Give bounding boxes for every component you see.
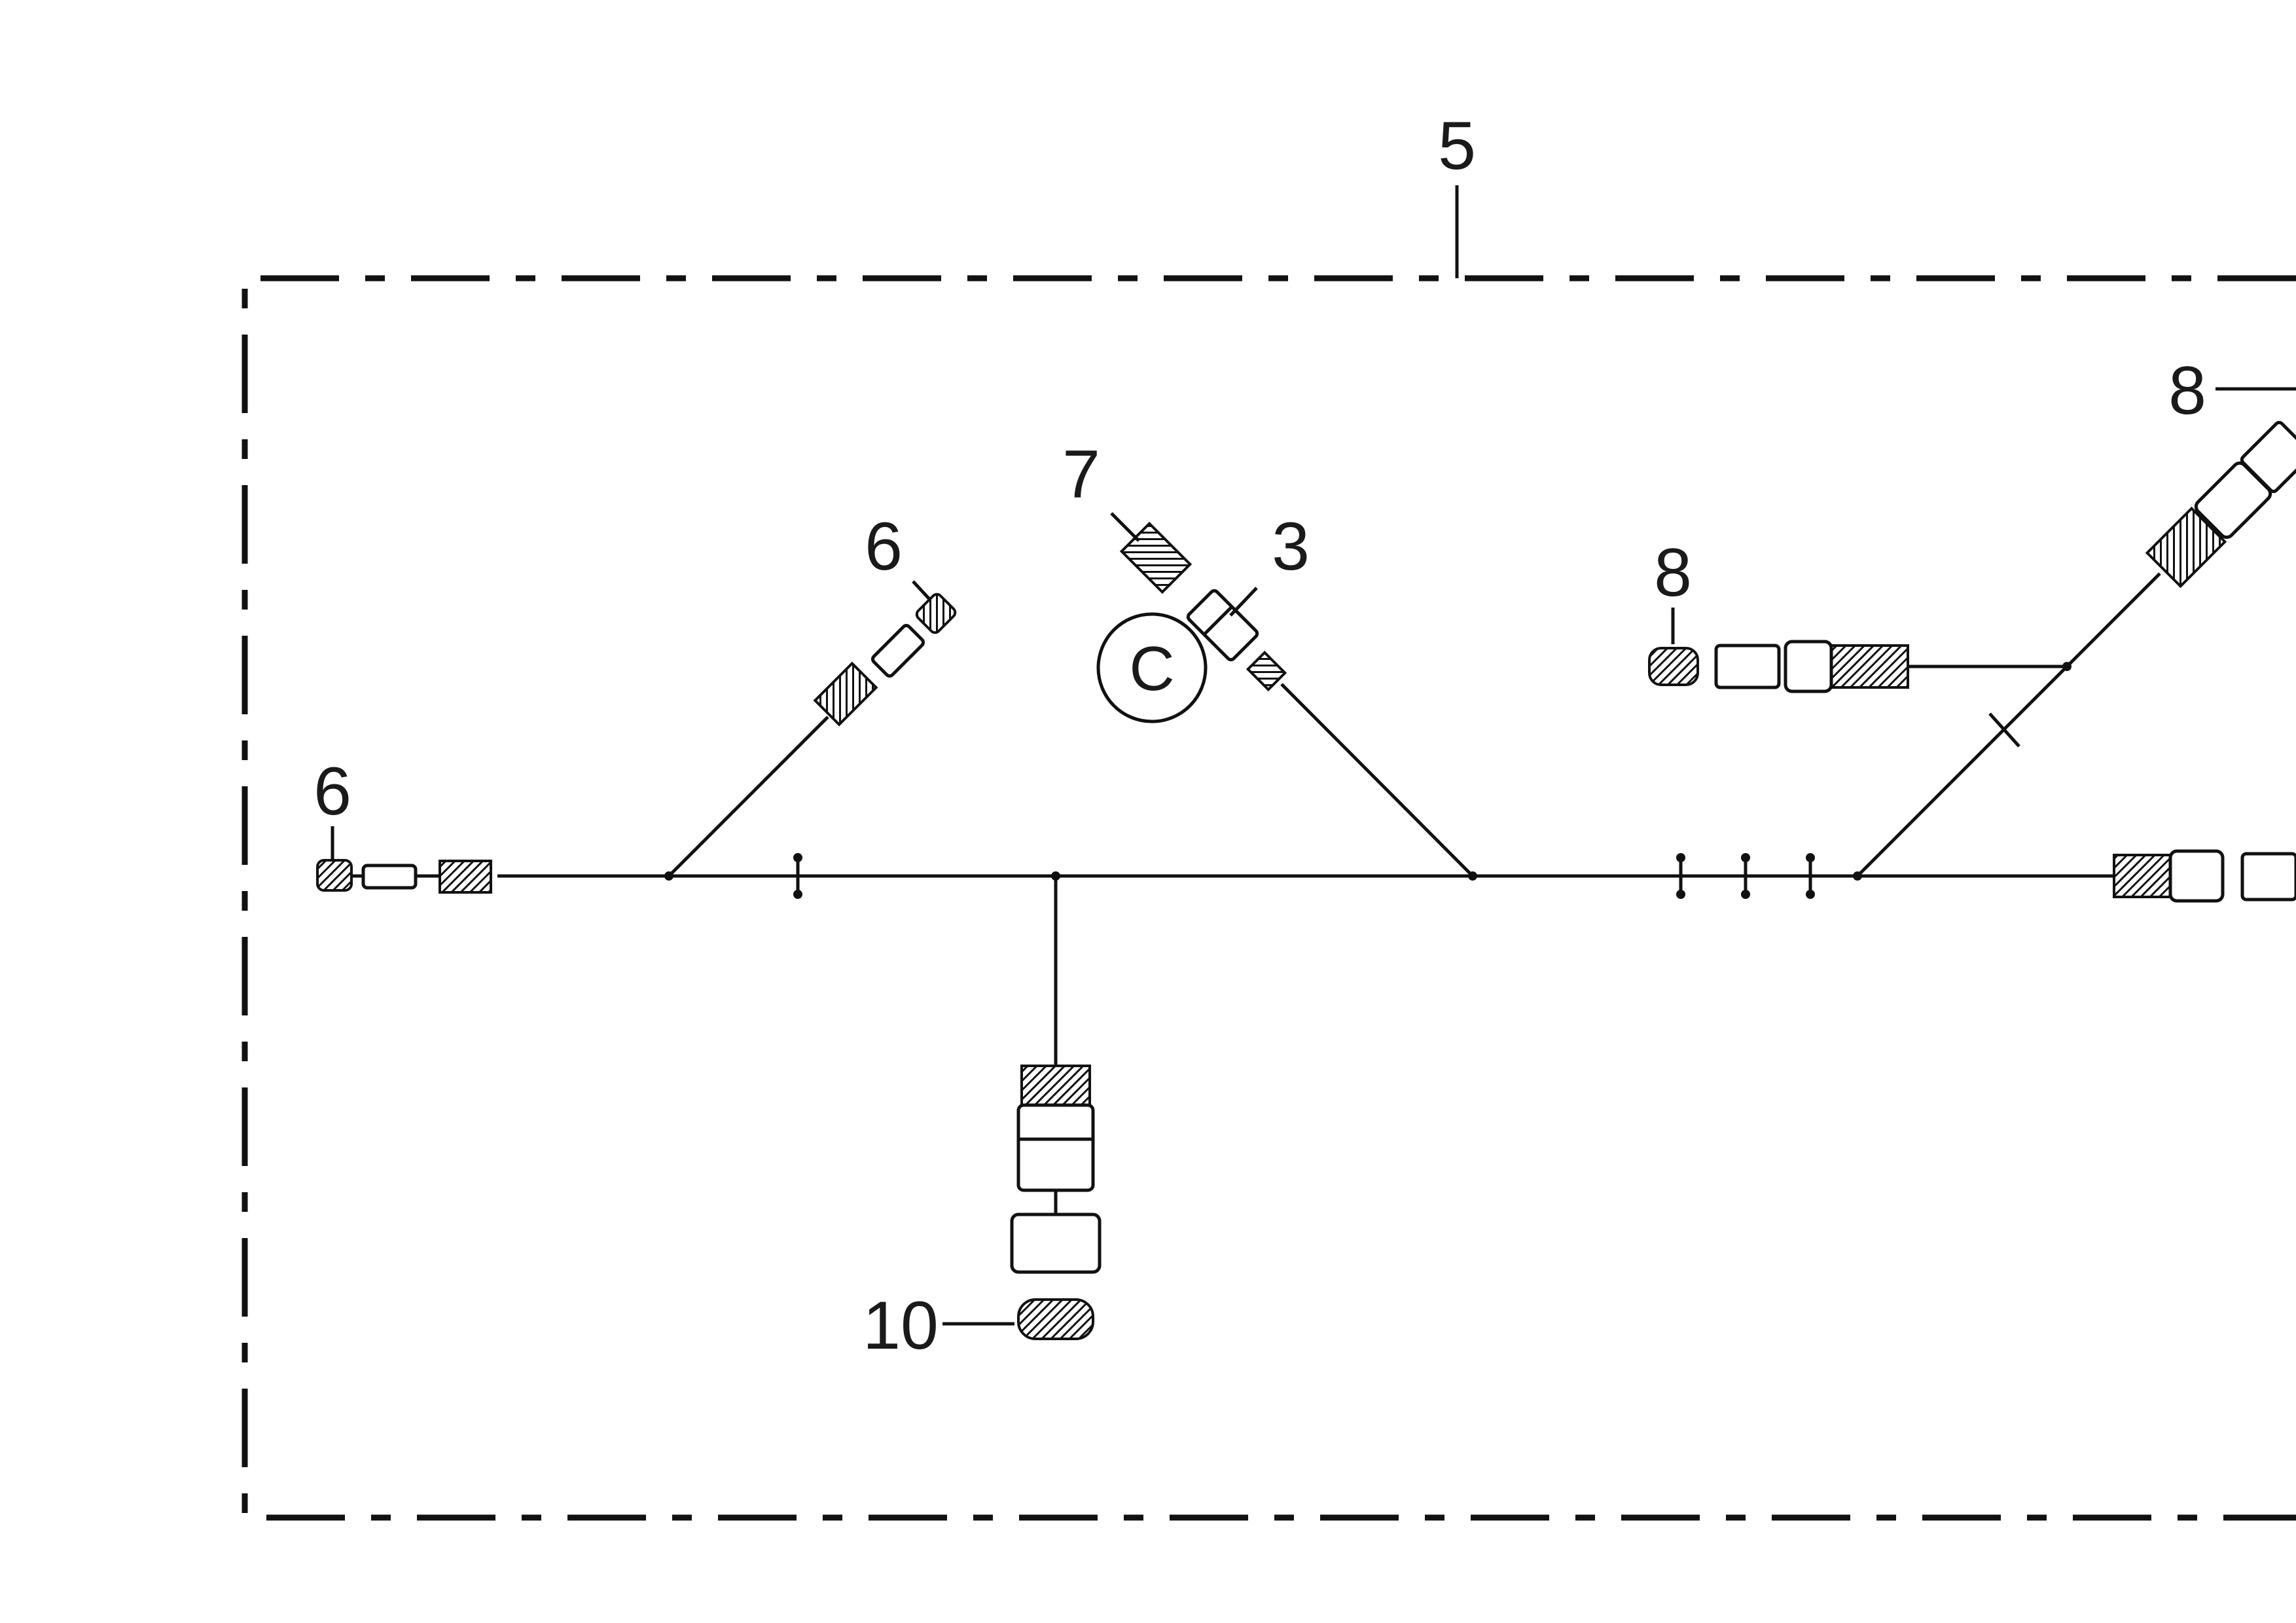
branch-upper-right bbox=[1856, 420, 2296, 877]
callout-3-label: 3 bbox=[1272, 509, 1310, 585]
detail-circle-c: C bbox=[1096, 612, 1208, 723]
callout-8-mid: 8 bbox=[1654, 535, 1692, 644]
callout-10-label: 10 bbox=[863, 1288, 939, 1364]
harness-boundary bbox=[242, 275, 2296, 1521]
callout-10: 10 bbox=[863, 1288, 1014, 1364]
tie-mark bbox=[793, 853, 802, 899]
main-trunk bbox=[497, 853, 2114, 899]
callout-3: 3 bbox=[1229, 509, 1310, 617]
branch-down bbox=[1010, 876, 1102, 1340]
callout-6-left-label: 6 bbox=[314, 754, 351, 830]
connector-left-end bbox=[316, 859, 492, 894]
detail-circle-c-label: C bbox=[1129, 634, 1174, 704]
callout-5-label: 5 bbox=[1438, 108, 1476, 184]
callout-8-mid-label: 8 bbox=[1654, 535, 1692, 611]
tie-mark bbox=[1988, 712, 2020, 748]
callout-7: 7 bbox=[1062, 437, 1140, 542]
callout-8-top: 8 bbox=[2168, 353, 2296, 429]
tie-mark bbox=[1806, 853, 1815, 899]
tie-mark bbox=[1676, 853, 1685, 899]
callout-7-label: 7 bbox=[1062, 437, 1100, 513]
callout-6-branch: 6 bbox=[865, 509, 931, 600]
tie-mark bbox=[1741, 853, 1750, 899]
branch-upper-left bbox=[668, 593, 957, 877]
connector-chain-mid-right bbox=[1648, 640, 1909, 693]
callout-6-left: 6 bbox=[314, 754, 351, 859]
callout-5: 5 bbox=[1438, 108, 1476, 278]
connector-right-end bbox=[2113, 849, 2296, 903]
callout-6-branch-label: 6 bbox=[865, 509, 903, 585]
callout-8-top-label: 8 bbox=[2168, 353, 2206, 429]
